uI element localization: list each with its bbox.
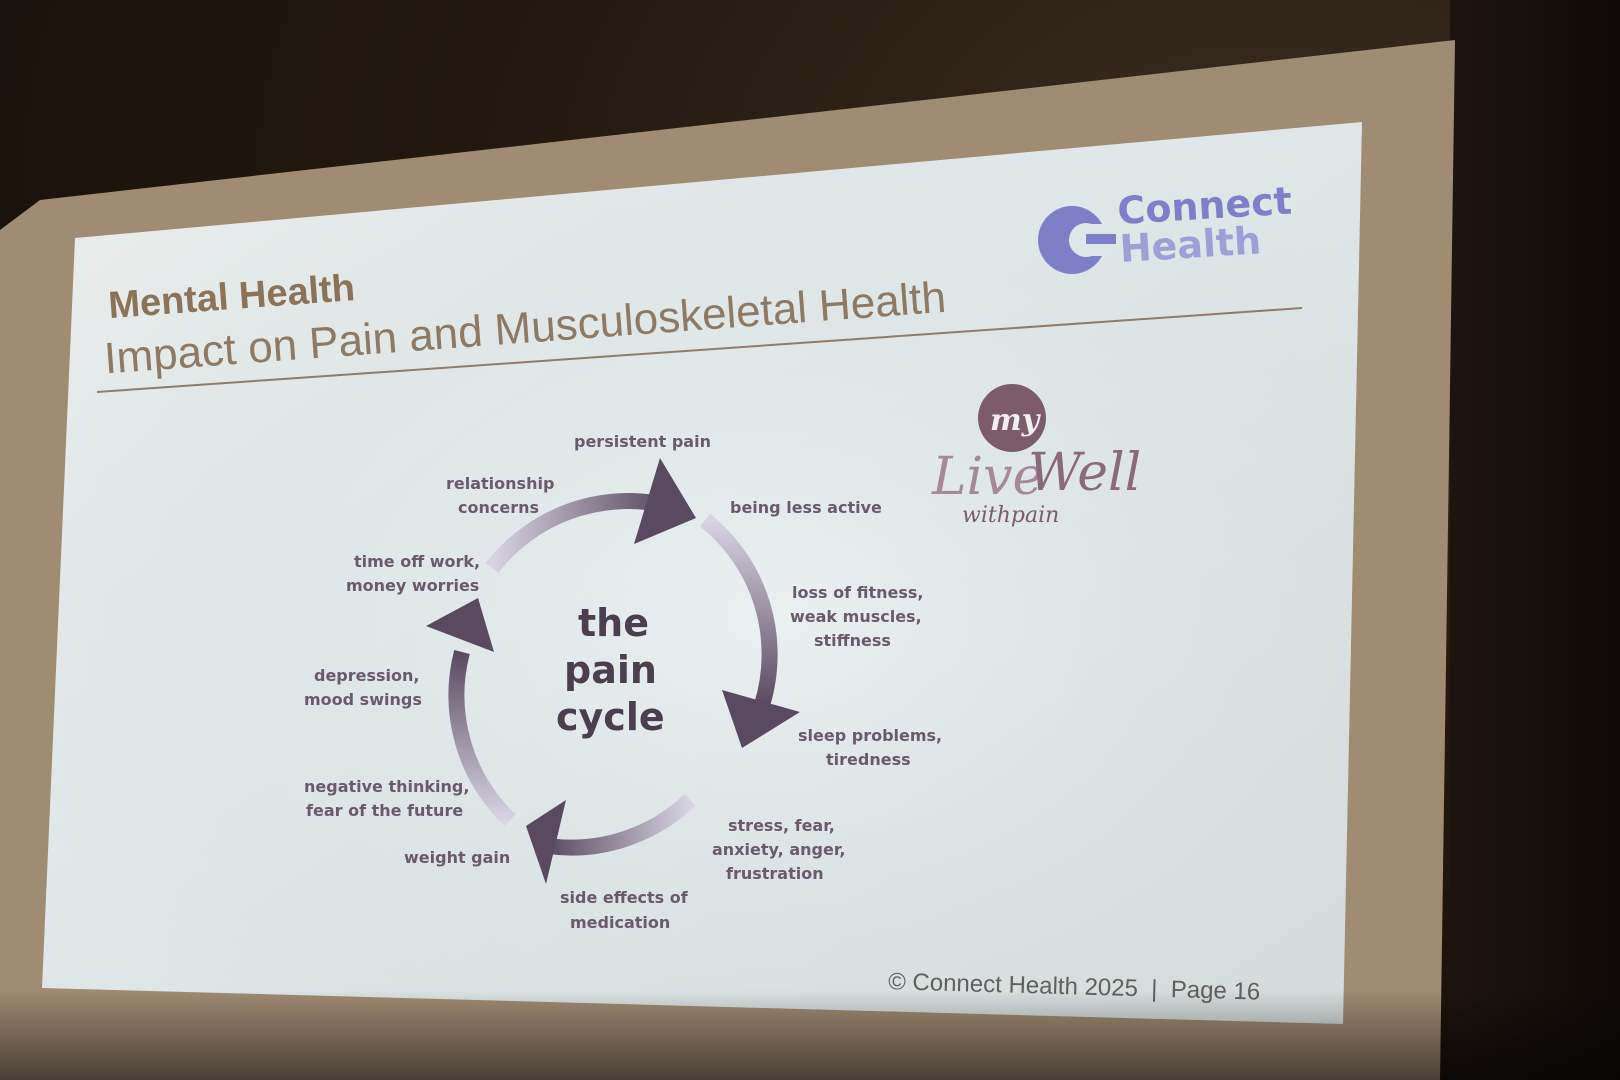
pain-cycle-diagram: the pain cycle persistent pain being les… xyxy=(304,432,942,932)
cycle-label-time-off-work-1: time off work, xyxy=(354,552,480,571)
livewell-with-pain: withpain xyxy=(962,503,1059,528)
cycle-label-loss-of-fitness-2: weak muscles, xyxy=(790,607,922,626)
cycle-arrowhead-top xyxy=(634,458,696,544)
cycle-label-stress-3: frustration xyxy=(726,864,824,883)
cycle-arrow-right xyxy=(699,513,778,708)
cycle-center-line1: the xyxy=(578,601,649,645)
cycle-label-depression-1: depression, xyxy=(314,666,420,685)
cycle-label-sleep-problems-2: tiredness xyxy=(826,750,911,769)
cycle-label-side-effects-2: medication xyxy=(570,913,670,932)
cycle-arrow-bottom xyxy=(546,794,696,856)
cycle-label-sleep-problems-1: sleep problems, xyxy=(798,726,942,745)
cycle-label-stress-1: stress, fear, xyxy=(728,816,835,835)
cycle-center-line2: pain xyxy=(564,648,657,692)
cycle-label-stress-2: anxiety, anger, xyxy=(712,840,845,859)
cycle-label-being-less-active: being less active xyxy=(730,498,882,517)
cycle-label-depression-2: mood swings xyxy=(304,690,422,709)
logo-word-connect: Connect xyxy=(1116,179,1293,234)
cycle-arrow-left xyxy=(448,649,516,826)
cycle-label-negative-thinking-2: fear of the future xyxy=(306,801,463,820)
cycle-label-loss-of-fitness-3: stiffness xyxy=(814,631,891,650)
cycle-label-negative-thinking-1: negative thinking, xyxy=(304,777,469,796)
cycle-label-relationship-2: concerns xyxy=(458,498,539,517)
livewell-logo: my Live Well withpain xyxy=(931,384,1141,528)
livewell-well: Well xyxy=(1028,443,1141,503)
cycle-label-persistent-pain: persistent pain xyxy=(574,432,711,451)
cycle-label-side-effects-1: side effects of xyxy=(560,888,689,907)
room-floor-shadow xyxy=(0,990,1620,1080)
connect-health-logo: Connect Health xyxy=(1038,179,1293,274)
cycle-label-loss-of-fitness-1: loss of fitness, xyxy=(792,583,924,602)
cycle-arrowhead-bottom xyxy=(526,800,566,884)
cycle-label-relationship-1: relationship xyxy=(446,474,554,493)
logo-word-health: Health xyxy=(1118,218,1262,271)
livewell-my-badge xyxy=(978,384,1046,452)
livewell-live: Live xyxy=(931,447,1043,507)
cycle-arrowhead-left xyxy=(426,598,494,652)
livewell-my: my xyxy=(990,403,1042,438)
room-right-wall xyxy=(1450,0,1620,1080)
cycle-label-weight-gain: weight gain xyxy=(404,848,510,867)
title-rule xyxy=(96,307,1303,393)
cycle-label-time-off-work-2: money worries xyxy=(346,576,479,595)
connect-c-icon xyxy=(1038,206,1116,274)
cycle-center-line3: cycle xyxy=(556,695,665,739)
cycle-arrow-top xyxy=(485,493,667,573)
cycle-arrowhead-right xyxy=(722,690,800,748)
